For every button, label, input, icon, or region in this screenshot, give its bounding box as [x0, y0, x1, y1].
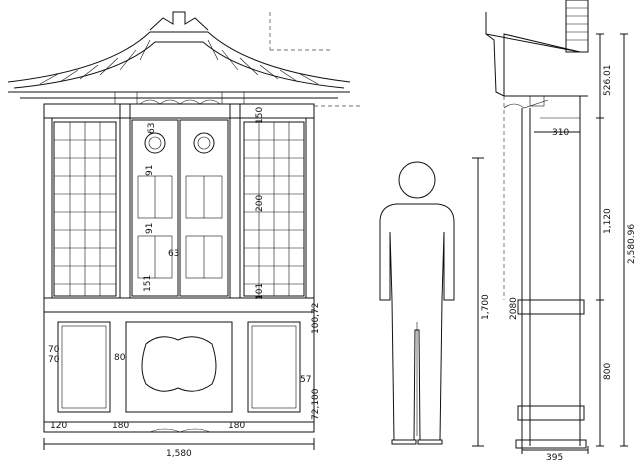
dim-side-total-2580: 2,580.96	[627, 224, 637, 264]
dim-72-100: 72,100	[311, 388, 321, 420]
dim-57: 57	[300, 375, 311, 385]
right-lattice-panel	[243, 121, 305, 297]
left-lattice-panel	[53, 121, 117, 297]
front-elevation: 1,580 120 180 180 80 70 70 57 72,100 100…	[7, 11, 360, 459]
dim-180-right: 180	[228, 421, 245, 431]
dim-100-72: 100,72	[311, 303, 321, 335]
dim-63-top: 63	[147, 123, 157, 134]
dim-80: 80	[114, 353, 126, 363]
dim-side-310: 310	[552, 128, 569, 138]
dim-150: 150	[255, 107, 265, 124]
dim-side-800: 800	[603, 363, 613, 380]
dim-70-upper: 70	[48, 345, 60, 355]
dim-63-mid: 63	[168, 249, 179, 259]
dim-side-depth-395: 395	[546, 453, 563, 463]
dim-70-lower: 70	[48, 355, 60, 365]
side-elevation: 310 395 526.01 1,120 800 2,580.96 2080	[485, 0, 637, 463]
dim-side-526: 526.01	[603, 65, 613, 97]
dim-151: 151	[143, 275, 153, 292]
dim-101: 101	[255, 283, 265, 300]
base-cabinet	[43, 297, 315, 433]
dim-side-2080: 2080	[509, 297, 519, 320]
center-doors	[131, 119, 229, 297]
dim-200: 200	[255, 195, 265, 212]
dim-91-upper: 91	[145, 165, 155, 176]
dim-side-1120: 1,120	[603, 208, 613, 234]
dim-width-1580: 1,580	[166, 449, 192, 459]
dim-91-lower: 91	[145, 223, 155, 234]
dim-180-left: 180	[112, 421, 129, 431]
dim-120: 120	[50, 421, 67, 431]
human-scale-figure: 1,700	[379, 157, 491, 447]
dim-figure-height-1700: 1,700	[481, 294, 491, 320]
